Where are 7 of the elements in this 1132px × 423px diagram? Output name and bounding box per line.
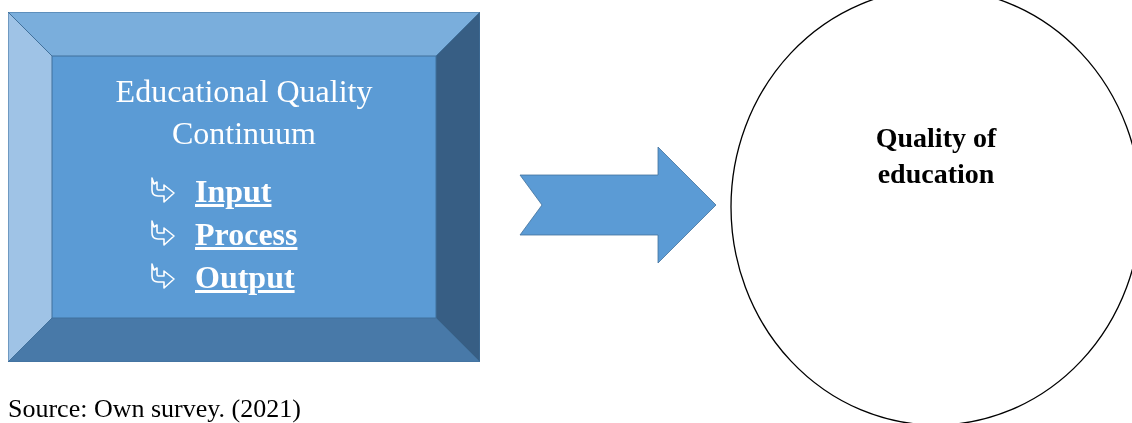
source-note: Source: Own survey. (2021) <box>8 394 301 423</box>
box-title: Educational Quality Continuum <box>114 72 374 153</box>
list-item: Input <box>195 173 272 210</box>
list-item: Output <box>195 259 295 296</box>
circle-label: Quality of education <box>874 121 998 191</box>
list-item: Process <box>195 216 298 253</box>
block-arrow <box>519 146 717 264</box>
